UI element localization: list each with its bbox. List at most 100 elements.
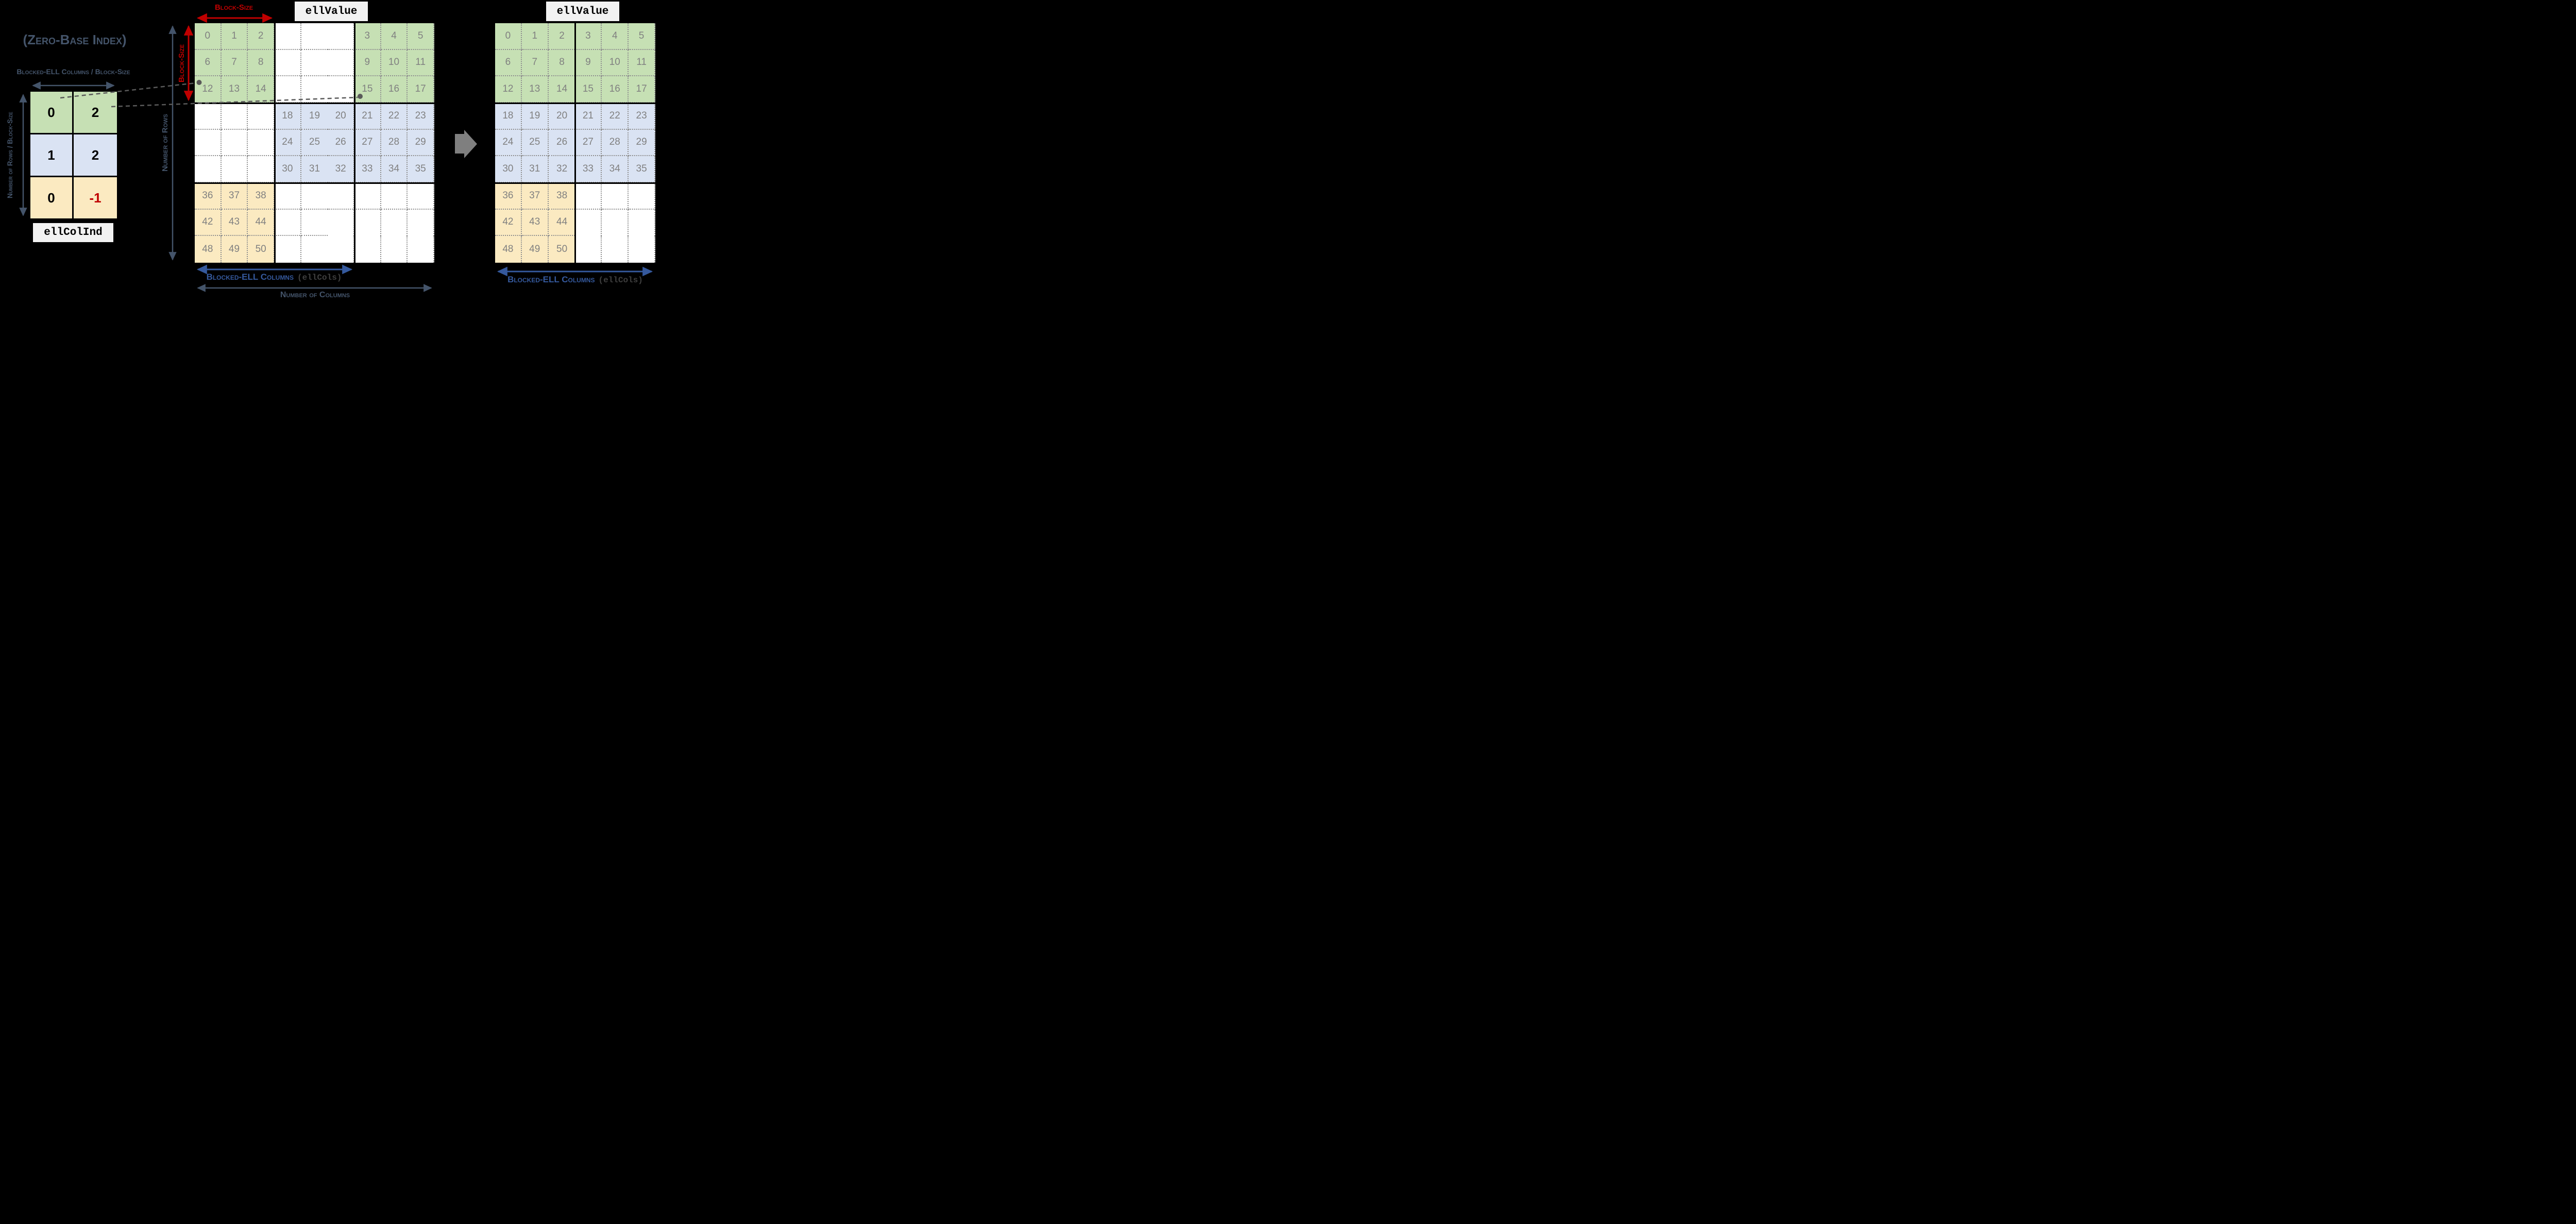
matrix-cell: 44	[248, 209, 275, 236]
matrix-cell: 11	[408, 49, 434, 77]
matrix-cell: 8	[248, 49, 275, 77]
block-divider	[274, 23, 276, 263]
matrix-cell: 0	[495, 23, 522, 50]
matrix-cell: 26	[328, 129, 354, 157]
matrix-cell: 35	[629, 156, 655, 183]
matrix-cell: 16	[381, 76, 408, 103]
blocked-ell-diagram: (Zero-Base Index) Blocked-ELL Columns / …	[0, 0, 659, 306]
matrix-cell-empty	[195, 156, 222, 183]
matrix-cell: 24	[275, 129, 301, 157]
matrix-cell: 15	[354, 76, 381, 103]
matrix-cell: 48	[195, 236, 222, 263]
matrix-cell: 18	[275, 103, 301, 130]
number-of-columns-label: Number of Columns	[280, 291, 350, 299]
matrix-cell: 31	[301, 156, 328, 183]
matrix-cell: 33	[354, 156, 381, 183]
matrix-cell: 26	[548, 129, 575, 157]
matrix-cell-empty	[575, 209, 602, 236]
matrix-cell-empty	[248, 103, 275, 130]
matrix-cell: 7	[521, 49, 549, 77]
matrix-cell: 49	[521, 236, 549, 263]
matrix-cell-empty	[381, 183, 408, 210]
matrix-cell-empty	[328, 23, 354, 50]
mid-ellcols-label: Blocked-ELL Columns (ellCols)	[194, 272, 354, 282]
matrix-cell-empty	[301, 183, 328, 210]
matrix-cell: 2	[548, 23, 575, 50]
matrix-cell-empty	[354, 209, 381, 236]
matrix-cell: 13	[221, 76, 248, 103]
matrix-cell-empty	[629, 183, 655, 210]
block-divider	[495, 182, 655, 184]
matrix-cell-empty	[301, 76, 328, 103]
matrix-cell: 5	[408, 23, 434, 50]
left-top-axis-label: Blocked-ELL Columns / Block-Size	[16, 67, 130, 76]
matrix-cell: 20	[328, 103, 354, 130]
matrix-cell: 33	[575, 156, 602, 183]
matrix-cell-empty	[575, 236, 602, 263]
matrix-cell: 6	[495, 49, 522, 77]
matrix-cell-empty	[575, 183, 602, 210]
matrix-cell-empty	[221, 103, 248, 130]
matrix-cell-empty	[328, 236, 354, 263]
matrix-cell-empty	[381, 236, 408, 263]
matrix-cell: 28	[381, 129, 408, 157]
matrix-cell: 2	[74, 134, 117, 177]
matrix-cell: 34	[602, 156, 629, 183]
matrix-cell-empty	[275, 209, 301, 236]
left-side-axis-label: Number of Rows / Block-Size	[6, 112, 14, 198]
matrix-cell: 27	[575, 129, 602, 157]
block-divider	[574, 23, 576, 263]
matrix-cell-empty	[602, 209, 629, 236]
transform-arrow-icon	[455, 130, 477, 158]
matrix-cell: 9	[354, 49, 381, 77]
matrix-cell-empty	[195, 103, 222, 130]
matrix-cell: 9	[575, 49, 602, 77]
matrix-cell: 23	[408, 103, 434, 130]
matrix-cell-empty	[381, 209, 408, 236]
matrix-cell-empty	[275, 49, 301, 77]
matrix-cell: 14	[548, 76, 575, 103]
matrix-cell-empty	[408, 209, 434, 236]
matrix-cell: -1	[74, 177, 117, 218]
matrix-cell: 19	[301, 103, 328, 130]
matrix-cell-empty	[248, 156, 275, 183]
matrix-cell: 19	[521, 103, 549, 130]
matrix-cell: 12	[195, 76, 222, 103]
matrix-cell: 14	[248, 76, 275, 103]
matrix-cell: 10	[602, 49, 629, 77]
matrix-cell-empty	[629, 236, 655, 263]
matrix-cell: 43	[521, 209, 549, 236]
matrix-cell: 30	[495, 156, 522, 183]
block-divider	[195, 182, 434, 184]
matrix-cell: 25	[301, 129, 328, 157]
ellvalue-title-right: ellValue	[546, 2, 619, 21]
matrix-cell-empty	[301, 23, 328, 50]
matrix-cell: 7	[221, 49, 248, 77]
matrix-cell-empty	[408, 183, 434, 210]
matrix-cell: 2	[74, 92, 117, 134]
matrix-cell: 38	[548, 183, 575, 210]
matrix-cell: 37	[221, 183, 248, 210]
matrix-cell: 10	[381, 49, 408, 77]
matrix-cell: 28	[602, 129, 629, 157]
zero-base-index-label: (Zero-Base Index)	[23, 32, 127, 47]
matrix-cell: 30	[275, 156, 301, 183]
matrix-cell: 23	[629, 103, 655, 130]
matrix-cell: 37	[521, 183, 549, 210]
matrix-cell: 6	[195, 49, 222, 77]
matrix-cell: 34	[381, 156, 408, 183]
matrix-cell: 0	[30, 92, 74, 134]
matrix-cell: 43	[221, 209, 248, 236]
matrix-cell-empty	[328, 49, 354, 77]
block-divider	[195, 102, 434, 104]
matrix-cell: 3	[354, 23, 381, 50]
matrix-cell: 12	[495, 76, 522, 103]
block-size-h-label: Block-Size	[214, 3, 253, 12]
matrix-cell: 0	[195, 23, 222, 50]
matrix-cell: 35	[408, 156, 434, 183]
matrix-cell: 42	[195, 209, 222, 236]
matrix-cell-empty	[602, 236, 629, 263]
matrix-cell: 50	[548, 236, 575, 263]
block-size-v-label: Block-Size	[177, 44, 186, 82]
matrix-cell-empty	[275, 76, 301, 103]
